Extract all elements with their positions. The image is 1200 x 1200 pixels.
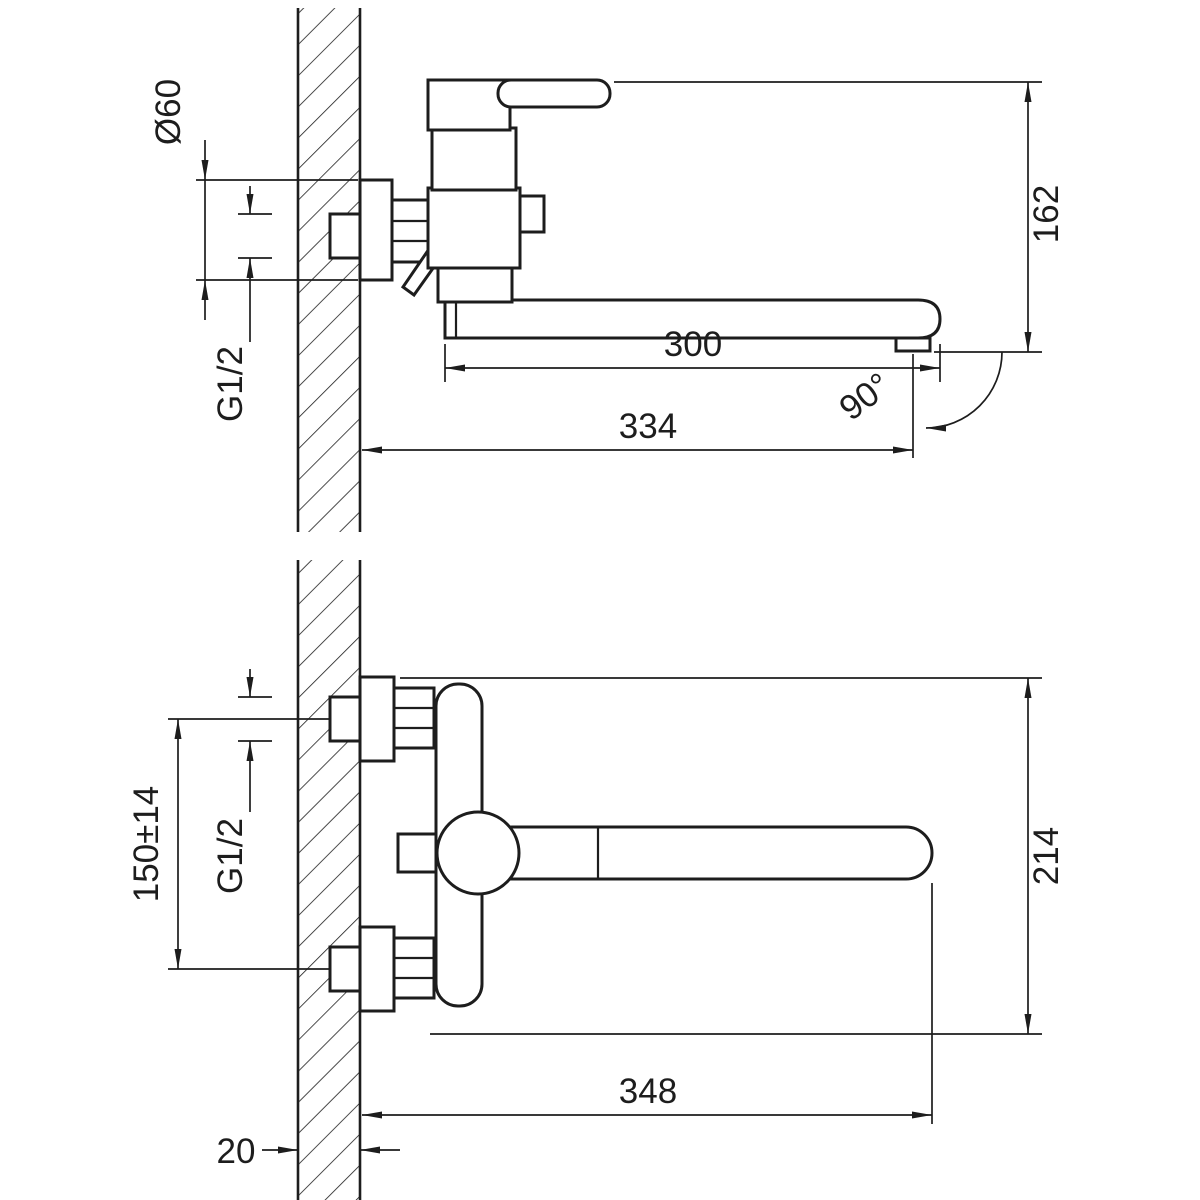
eccentric-square [328, 945, 362, 993]
overall-projection-label: 334 [619, 407, 677, 446]
dim-spout-length: 300 [444, 325, 941, 382]
dim-overall-projection-plan: 348 [362, 883, 933, 1124]
faucet-plan-view [396, 682, 934, 1008]
wall-clearance-label: 20 [217, 1132, 256, 1171]
dim-connection-centers: 150±14 [127, 718, 330, 970]
overall-height-label: 162 [1027, 185, 1066, 243]
dim-thread-side: G1/2 [211, 186, 272, 422]
swivel-angle-label: 90° [832, 365, 898, 428]
body-upper [430, 126, 518, 192]
overall-height-label: 214 [1027, 827, 1066, 885]
hex-nut [390, 198, 432, 264]
cartridge-circle [435, 810, 521, 896]
dim-thread-plan: G1/2 [211, 669, 272, 894]
wall-hatching [298, 8, 360, 532]
dim-overall-height-side: 162 [614, 81, 1066, 353]
body-main [426, 186, 522, 270]
overall-projection-label: 348 [619, 1072, 677, 1111]
lower-wall-connection [328, 925, 436, 1013]
side-view: Ø60 G1/2 162 300 334 90° [149, 8, 1066, 532]
dim-overall-projection-side: 334 [362, 354, 914, 458]
faucet-side-view [400, 78, 942, 353]
dim-wall-clearance: 20 [217, 1132, 400, 1171]
upper-wall-connection [328, 675, 436, 763]
wall-hatching [298, 560, 360, 1200]
escutcheon-flange [358, 675, 396, 763]
escutcheon-flange [358, 925, 396, 1013]
dim-overall-height-plan: 214 [400, 677, 1066, 1035]
wall-section-side [296, 8, 362, 532]
aerator [894, 336, 932, 353]
handle-lever [496, 78, 612, 109]
wall-side-stub [396, 832, 440, 874]
wall-section-plan [296, 560, 362, 1200]
connection-centers-label: 150±14 [127, 786, 166, 903]
eccentric-square [328, 212, 362, 260]
diverter-knob [518, 194, 546, 234]
spout-length-label: 300 [664, 325, 722, 364]
plan-view: 150±14 G1/2 214 348 20 [127, 560, 1066, 1200]
flange-diameter-label: Ø60 [149, 79, 188, 145]
eccentric-square [328, 695, 362, 743]
hex-nut [392, 936, 436, 1000]
thread-size-label: G1/2 [211, 346, 250, 422]
body-lower [436, 264, 514, 304]
swivel-arc [925, 351, 1003, 432]
dim-swivel-angle: 90° [832, 351, 1003, 432]
thread-size-label: G1/2 [211, 818, 250, 894]
hex-nut [392, 686, 436, 750]
dim-flange-diameter: Ø60 [149, 79, 358, 320]
escutcheon-flange [358, 178, 394, 282]
spout-arm [484, 825, 934, 881]
wall-connection-side [328, 178, 432, 282]
